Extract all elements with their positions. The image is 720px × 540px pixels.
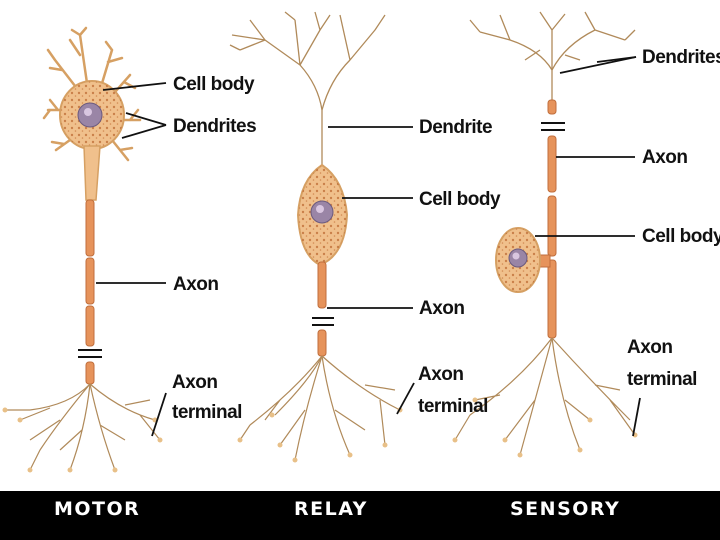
caption-bar: MOTOR RELAY SENSORY [0, 491, 720, 540]
sensory-caption: SENSORY [510, 498, 621, 520]
relay-neuron [229, 11, 403, 463]
sensory-terminal-buttons [452, 397, 638, 458]
sensory-axon-label: Axon [642, 147, 688, 168]
sensory-axon-terminal-branches [454, 337, 636, 456]
sensory-neuron [452, 11, 638, 458]
motor-caption: MOTOR [54, 498, 141, 520]
leader-sensory-dendrites-2 [559, 56, 637, 74]
sensory-axon [547, 99, 557, 339]
leader-relay-axon-terminal [396, 382, 415, 415]
sensory-axon-terminal-label-1: Axon [627, 337, 673, 358]
leader-motor-dendrites-1 [125, 112, 167, 126]
diagram-canvas: Cell body Dendrites Axon Axon terminal D… [2, 11, 720, 473]
sensory-axon-break-mark [541, 122, 565, 131]
leader-motor-axon-terminal [151, 392, 167, 437]
motor-axon-hillock [83, 145, 101, 201]
relay-cell-body-label: Cell body [419, 189, 501, 210]
sensory-dendrites-label: Dendrites [642, 47, 720, 68]
motor-neuron [2, 26, 163, 473]
leader-motor-dendrites-2 [121, 124, 167, 139]
relay-axon-label: Axon [419, 298, 465, 319]
relay-axon-terminal-branches [239, 355, 401, 461]
relay-dendrite-tree [229, 11, 386, 170]
leader-motor-cell-body [102, 82, 167, 91]
motor-axon-terminal-branches [5, 383, 161, 471]
leader-lines [96, 56, 641, 437]
relay-axon-break-mark [312, 317, 334, 326]
sensory-cell-body-label: Cell body [642, 226, 720, 247]
relay-dendrite-label: Dendrite [419, 117, 492, 138]
motor-axon-break-mark [78, 349, 102, 358]
relay-axon-terminal-label-2: terminal [418, 396, 488, 417]
sensory-dendrite-tree [469, 11, 636, 100]
leader-sensory-axon-terminal [632, 397, 641, 437]
relay-caption: RELAY [294, 498, 368, 520]
motor-dendrites-label: Dendrites [173, 116, 256, 137]
relay-axon-terminal-label-1: Axon [418, 364, 464, 385]
labels: Cell body Dendrites Axon Axon terminal D… [172, 47, 720, 423]
motor-cell-body-label: Cell body [173, 74, 255, 95]
motor-axon-label: Axon [173, 274, 219, 295]
sensory-axon-terminal-label-2: terminal [627, 369, 697, 390]
motor-axon-terminal-label-2: terminal [172, 402, 242, 423]
relay-axon [317, 261, 327, 357]
motor-axon-terminal-label-1: Axon [172, 372, 218, 393]
motor-terminal-buttons [2, 407, 163, 473]
